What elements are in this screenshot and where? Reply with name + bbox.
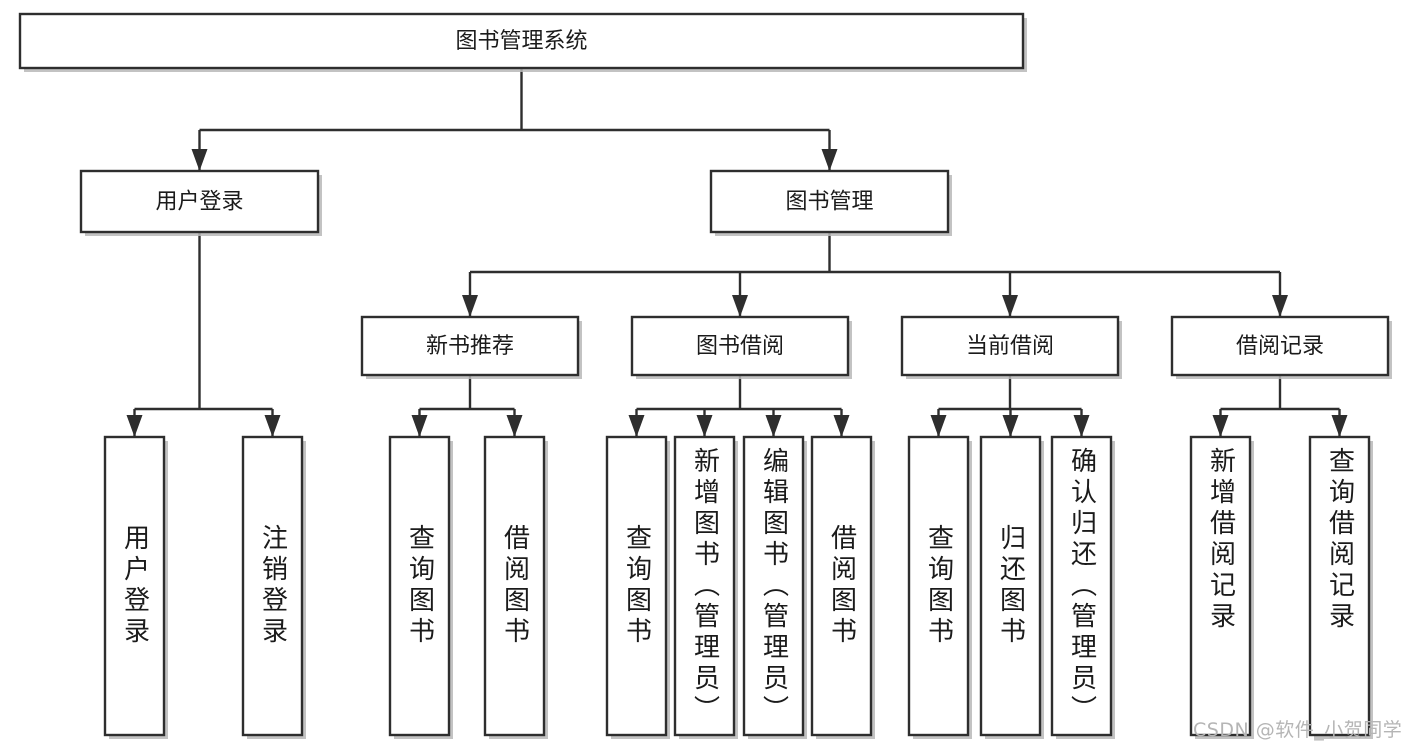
- arrow-head-icon: [833, 415, 850, 437]
- arrow-head-icon: [821, 149, 838, 171]
- arrow-head-icon: [1073, 415, 1090, 437]
- arrow-head-icon: [1002, 415, 1019, 437]
- node-label-book-borrow: 图书借阅: [696, 334, 784, 359]
- arrow-head-icon: [1212, 415, 1229, 437]
- node-box-borrow-record[interactable]: [1170, 315, 1390, 377]
- node-box-leaf-query-record[interactable]: [1308, 435, 1371, 737]
- node-box-leaf-query-book-1[interactable]: [388, 435, 451, 737]
- arrow-head-icon: [1272, 295, 1288, 317]
- arrow-head-icon: [126, 415, 143, 437]
- node-label-user-login: 用户登录: [155, 190, 243, 215]
- node-box-leaf-query-book-3[interactable]: [907, 435, 970, 737]
- node-box-leaf-logout[interactable]: [241, 435, 304, 737]
- node-box-leaf-borrow-book-1[interactable]: [483, 435, 546, 737]
- node-box-leaf-user-login[interactable]: [103, 435, 166, 737]
- node-box-book-management[interactable]: [709, 169, 950, 234]
- arrow-head-icon: [732, 295, 748, 317]
- node-box-current-borrow[interactable]: [900, 315, 1120, 377]
- arrow-head-icon: [264, 415, 281, 437]
- connector-lines: [126, 68, 1348, 437]
- node-box-leaf-confirm-return[interactable]: [1050, 435, 1113, 737]
- node-box-leaf-return-book[interactable]: [979, 435, 1042, 737]
- arrow-head-icon: [506, 415, 523, 437]
- node-box-book-borrow[interactable]: [630, 315, 850, 377]
- node-box-leaf-borrow-book-2[interactable]: [810, 435, 873, 737]
- node-box-leaf-query-book-2[interactable]: [605, 435, 668, 737]
- node-label-book-management: 图书管理: [785, 190, 873, 215]
- node-box-new-book-recommend[interactable]: [360, 315, 580, 377]
- node-box-user-login[interactable]: [79, 169, 320, 234]
- node-label-root: 图书管理系统: [455, 29, 587, 54]
- node-label-borrow-record: 借阅记录: [1236, 334, 1324, 359]
- arrow-head-icon: [930, 415, 947, 437]
- arrow-head-icon: [462, 295, 478, 317]
- arrow-head-icon: [191, 149, 208, 171]
- node-box-root[interactable]: [18, 12, 1025, 70]
- arrow-head-icon: [411, 415, 428, 437]
- node-label-current-borrow: 当前借阅: [966, 334, 1054, 359]
- node-boxes: [18, 12, 1392, 739]
- arrow-head-icon: [696, 415, 713, 437]
- node-box-leaf-add-record[interactable]: [1189, 435, 1252, 737]
- node-box-leaf-add-book[interactable]: [673, 435, 736, 737]
- node-box-leaf-edit-book[interactable]: [742, 435, 805, 737]
- arrow-head-icon: [1331, 415, 1348, 437]
- node-label-new-book-recommend: 新书推荐: [426, 334, 514, 359]
- arrow-head-icon: [1002, 295, 1018, 317]
- arrow-head-icon: [765, 415, 782, 437]
- arrow-head-icon: [628, 415, 645, 437]
